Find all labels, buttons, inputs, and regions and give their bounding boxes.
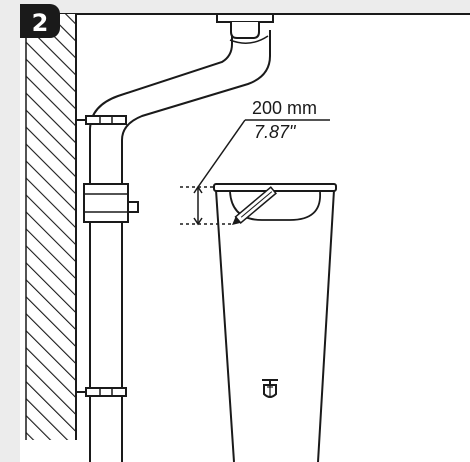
dimension-metric-label: 200 mm bbox=[252, 98, 317, 118]
step-number-text: 2 bbox=[32, 9, 49, 37]
dimension-markers bbox=[180, 119, 330, 226]
pipe-bracket-lower bbox=[76, 387, 127, 397]
tap-icon bbox=[262, 379, 278, 398]
pencil-marker-icon bbox=[232, 186, 277, 225]
gutter-outlet bbox=[216, 13, 274, 39]
pipe-bracket-icon bbox=[76, 115, 127, 125]
dimension-imperial-label: 7.87" bbox=[254, 122, 297, 142]
wall-hatch bbox=[26, 14, 76, 440]
rain-diverter bbox=[83, 183, 139, 223]
step-number-badge: 2 bbox=[20, 4, 60, 38]
